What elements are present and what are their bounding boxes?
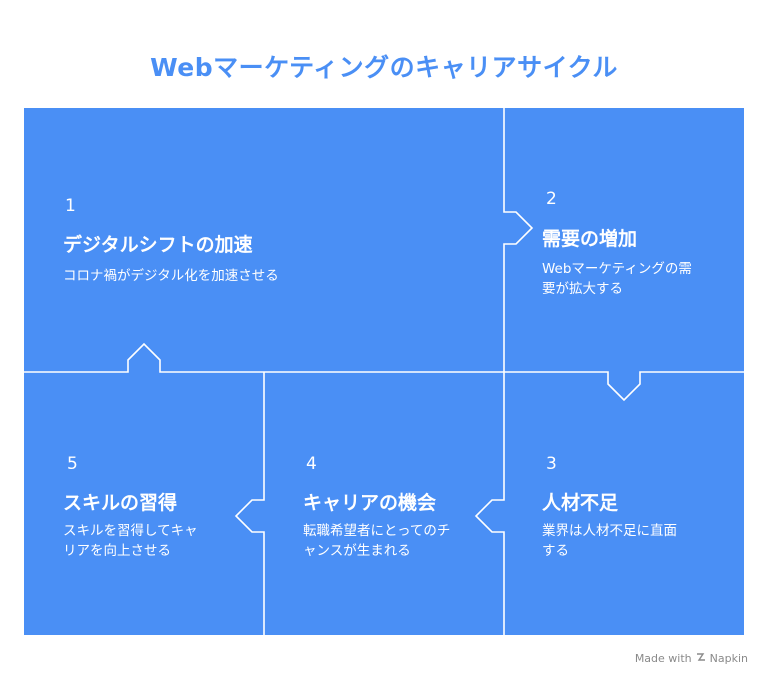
step-3-heading: 人材不足 xyxy=(542,492,619,514)
step-1-description: コロナ禍がデジタル化を加速させる xyxy=(63,268,279,284)
step-3-description: 業界は人材不足に直面 する xyxy=(542,521,732,561)
step-1-number: 1 xyxy=(65,196,76,216)
step-2-description: Webマーケティングの需 要が拡大する xyxy=(542,259,732,299)
arrow-1-to-2 xyxy=(503,108,534,372)
step-4-number: 4 xyxy=(306,454,317,474)
step-5-number: 5 xyxy=(67,454,78,474)
footer-attribution: Made with Napkin xyxy=(635,652,748,665)
arrow-3-to-4 xyxy=(474,372,505,635)
arrow-4-to-5 xyxy=(234,372,265,635)
step-5-heading: スキルの習得 xyxy=(63,492,178,514)
step-5-description-line-1: スキルを習得してキャ xyxy=(63,523,198,539)
napkin-logo-icon xyxy=(696,652,706,665)
page-title: Webマーケティングのキャリアサイクル xyxy=(150,53,618,82)
arrow-2-to-3 xyxy=(504,371,744,402)
footer-made-with: Made with xyxy=(634,652,692,665)
step-4-description: 転職希望者にとってのチ ャンスが生まれる xyxy=(303,521,493,561)
footer-brand: Napkin xyxy=(709,652,748,665)
step-3-description-line-2: する xyxy=(542,543,569,559)
step-4-description-line-1: 転職希望者にとってのチ xyxy=(303,523,451,539)
step-1-heading: デジタルシフトの加速 xyxy=(63,234,253,256)
step-3-number: 3 xyxy=(546,454,557,474)
step-4-heading: キャリアの機会 xyxy=(303,492,437,514)
step-2-description-line-2: 要が拡大する xyxy=(542,281,623,297)
step-4-description-line-2: ャンスが生まれる xyxy=(303,543,411,559)
step-2-number: 2 xyxy=(546,189,557,209)
arrow-5-to-1 xyxy=(24,342,504,373)
step-3-description-line-1: 業界は人材不足に直面 xyxy=(542,523,677,539)
step-2-heading: 需要の増加 xyxy=(542,228,638,250)
step-5-description-line-2: リアを向上させる xyxy=(63,543,171,559)
step-2-description-line-1: Webマーケティングの需 xyxy=(542,261,692,277)
step-5-description: スキルを習得してキャ リアを向上させる xyxy=(63,521,253,561)
